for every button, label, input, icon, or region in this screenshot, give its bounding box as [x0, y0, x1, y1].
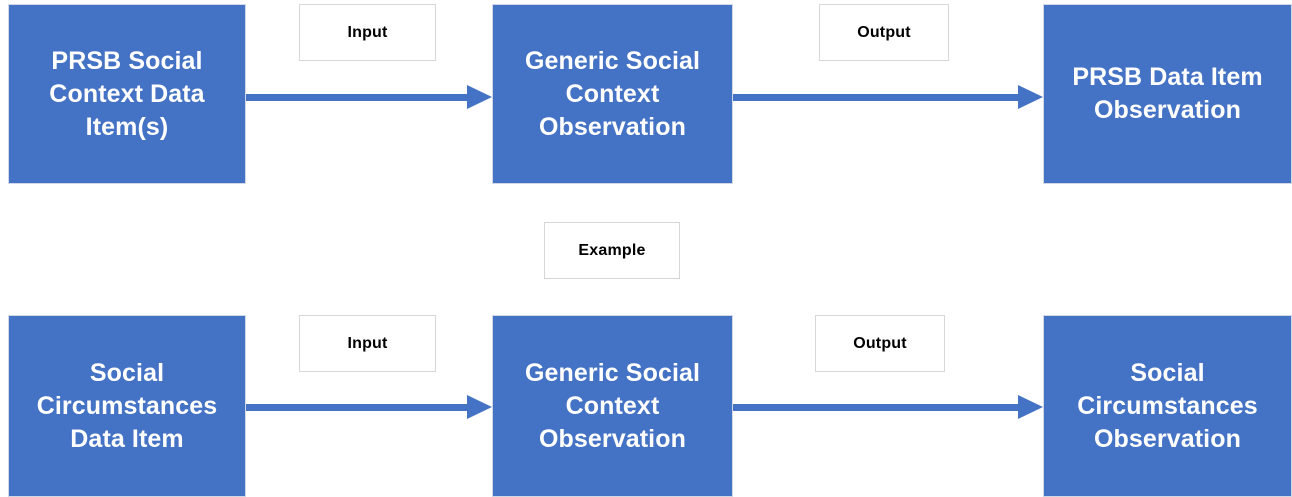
node-label: PRSB Data Item Observation — [1072, 63, 1263, 124]
arrow-head — [467, 85, 492, 109]
node-prsb-data-item-observation[interactable]: PRSB Data Item Observation — [1043, 4, 1292, 184]
arrow-head — [1018, 85, 1043, 109]
arrow-head — [1018, 395, 1043, 419]
node-label: Generic Social Context Observation — [524, 46, 701, 141]
tag-label: Input — [347, 334, 388, 352]
tag-input-top[interactable]: Input — [299, 4, 436, 61]
node-label: Social Circumstances Data Item — [36, 358, 218, 453]
node-social-circumstances-data-item[interactable]: Social Circumstances Data Item — [8, 315, 246, 497]
node-generic-social-context-observation-bottom[interactable]: Generic Social Context Observation — [492, 315, 733, 497]
tag-label: Example — [578, 241, 646, 259]
node-label: Social Circumstances Observation — [1077, 358, 1258, 453]
arrow-line — [246, 404, 470, 411]
tag-input-bottom[interactable]: Input — [299, 315, 436, 372]
tag-label: Input — [347, 23, 388, 41]
node-social-circumstances-observation[interactable]: Social Circumstances Observation — [1043, 315, 1292, 497]
tag-output-top[interactable]: Output — [819, 4, 949, 61]
arrow-line — [246, 94, 470, 101]
arrow-line — [733, 94, 1021, 101]
arrow-head — [467, 395, 492, 419]
tag-label: Output — [857, 23, 911, 41]
tag-output-bottom[interactable]: Output — [815, 315, 945, 372]
node-label: PRSB Social Context Data Item(s) — [49, 46, 205, 141]
tag-example[interactable]: Example — [544, 222, 680, 279]
arrow-line — [733, 404, 1021, 411]
node-prsb-social-context-data-items[interactable]: PRSB Social Context Data Item(s) — [8, 4, 246, 184]
node-generic-social-context-observation-top[interactable]: Generic Social Context Observation — [492, 4, 733, 184]
tag-label: Output — [853, 334, 907, 352]
node-label: Generic Social Context Observation — [524, 358, 701, 453]
